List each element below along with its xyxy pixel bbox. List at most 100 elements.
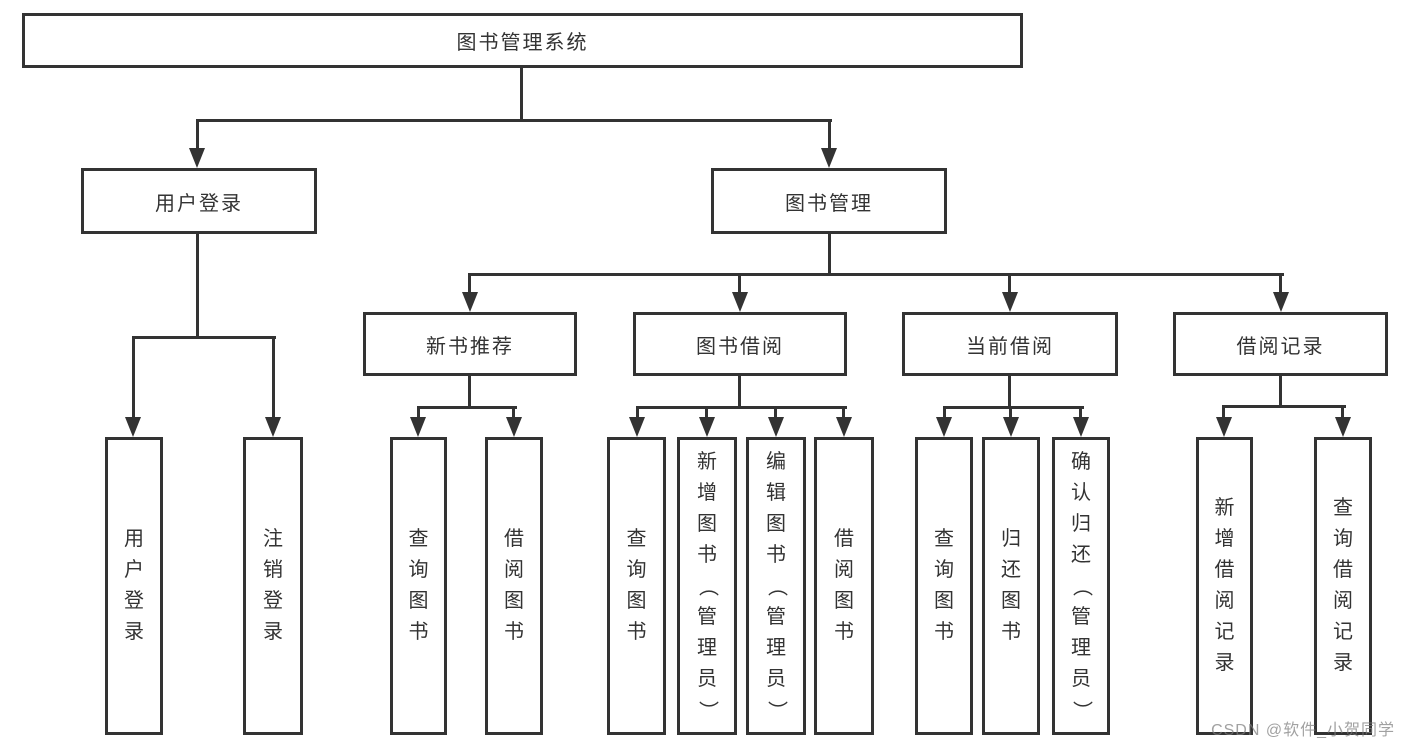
arrow-down-icon [732, 292, 748, 312]
vertical-char: 阅 [834, 559, 854, 581]
leaf-logout: 注销登录 [243, 437, 303, 735]
vertical-char: 图 [697, 512, 717, 535]
vertical-char: 图 [1001, 590, 1021, 612]
leaf-user-login: 用户登录 [105, 437, 163, 735]
connector-line [132, 336, 135, 417]
connector-line [1008, 376, 1011, 409]
arrow-down-icon [125, 417, 141, 437]
leaf-query-books-current: 查询图书 [915, 437, 973, 735]
connector-line [468, 273, 471, 292]
node-current-borrowing: 当前借阅 [902, 312, 1118, 376]
connector-line [1341, 405, 1344, 417]
vertical-char: ） [696, 700, 719, 720]
vertical-char: 记 [1214, 621, 1235, 643]
vertical-char: 还 [1001, 559, 1021, 581]
vertical-char: 归 [1071, 512, 1091, 535]
connector-line [705, 406, 708, 417]
arrow-down-icon [836, 417, 852, 437]
connector-line [417, 406, 420, 417]
vertical-char: 图 [408, 590, 429, 612]
connector-line [1008, 273, 1011, 292]
connector-line [196, 119, 832, 122]
vertical-char: 图 [626, 590, 647, 612]
arrow-down-icon [936, 417, 952, 437]
vertical-char: 阅 [1214, 590, 1235, 612]
node-book-management: 图书管理 [711, 168, 947, 234]
vertical-char: 增 [1214, 528, 1235, 550]
vertical-char: 书 [626, 621, 647, 643]
arrow-down-icon [410, 417, 426, 437]
vertical-char: 编 [766, 450, 786, 473]
connector-line [943, 406, 946, 417]
vertical-char: 录 [1333, 652, 1353, 674]
vertical-char: ） [1070, 700, 1093, 720]
vertical-char: 理 [1071, 636, 1091, 659]
vertical-char: 查 [626, 528, 647, 550]
vertical-char: 书 [1001, 621, 1021, 643]
connector-line [1222, 405, 1346, 408]
vertical-char: 销 [263, 559, 283, 581]
connector-line [468, 376, 471, 409]
connector-line [1079, 406, 1082, 417]
leaf-edit-book-admin: 编辑图书（管理员） [746, 437, 806, 735]
vertical-char: （ [765, 576, 788, 596]
arrow-down-icon [265, 417, 281, 437]
vertical-char: 增 [697, 481, 717, 504]
vertical-char: 查 [1333, 497, 1353, 519]
vertical-char: 录 [263, 621, 283, 643]
arrow-down-icon [462, 292, 478, 312]
arrow-down-icon [506, 417, 522, 437]
vertical-char: 借 [504, 528, 524, 550]
arrow-down-icon [699, 417, 715, 437]
vertical-char: 员 [697, 667, 717, 690]
leaf-borrow-books-recommend: 借阅图书 [485, 437, 543, 735]
leaf-query-books-borrowing: 查询图书 [607, 437, 666, 735]
vertical-char: 认 [1071, 481, 1091, 504]
vertical-char: 书 [934, 621, 954, 643]
arrow-down-icon [189, 148, 205, 168]
vertical-char: 管 [766, 605, 786, 628]
vertical-char: 阅 [1333, 590, 1353, 612]
node-book-borrowing: 图书借阅 [633, 312, 847, 376]
vertical-char: 询 [626, 559, 647, 581]
vertical-char: 借 [1214, 559, 1235, 581]
connector-line [1009, 406, 1012, 417]
vertical-char: ） [765, 700, 788, 720]
vertical-char: 新 [1214, 497, 1235, 519]
vertical-char: 查 [408, 528, 429, 550]
vertical-char: 图 [834, 590, 854, 612]
vertical-char: 查 [934, 528, 954, 550]
vertical-char: 询 [934, 559, 954, 581]
leaf-add-book-admin: 新增图书（管理员） [677, 437, 737, 735]
leaf-query-borrow-record: 查询借阅记录 [1314, 437, 1372, 735]
vertical-char: 图 [934, 590, 954, 612]
connector-line [196, 234, 199, 339]
vertical-char: 登 [124, 590, 144, 612]
connector-line [774, 406, 777, 417]
vertical-char: 户 [124, 559, 144, 581]
vertical-char: 辑 [766, 481, 786, 504]
leaf-query-books-recommend: 查询图书 [390, 437, 447, 735]
connector-line [272, 336, 275, 417]
node-borrowing-records: 借阅记录 [1173, 312, 1388, 376]
vertical-char: 员 [766, 667, 786, 690]
arrow-down-icon [1216, 417, 1232, 437]
vertical-char: 阅 [504, 559, 524, 581]
vertical-char: 书 [408, 621, 429, 643]
connector-line [943, 406, 1084, 409]
arrow-down-icon [1002, 292, 1018, 312]
vertical-char: 借 [834, 528, 854, 550]
vertical-char: 新 [697, 450, 717, 473]
connector-line [132, 336, 276, 339]
node-user-login: 用户登录 [81, 168, 317, 234]
arrow-down-icon [1335, 417, 1351, 437]
vertical-char: 借 [1333, 559, 1353, 581]
arrow-down-icon [1073, 417, 1089, 437]
vertical-char: 归 [1001, 528, 1021, 550]
vertical-char: 记 [1333, 621, 1353, 643]
connector-line [828, 234, 831, 276]
vertical-char: 还 [1071, 543, 1091, 566]
node-library-management-system: 图书管理系统 [22, 13, 1023, 68]
watermark: CSDN @软件_小贺同学 [1211, 722, 1395, 739]
